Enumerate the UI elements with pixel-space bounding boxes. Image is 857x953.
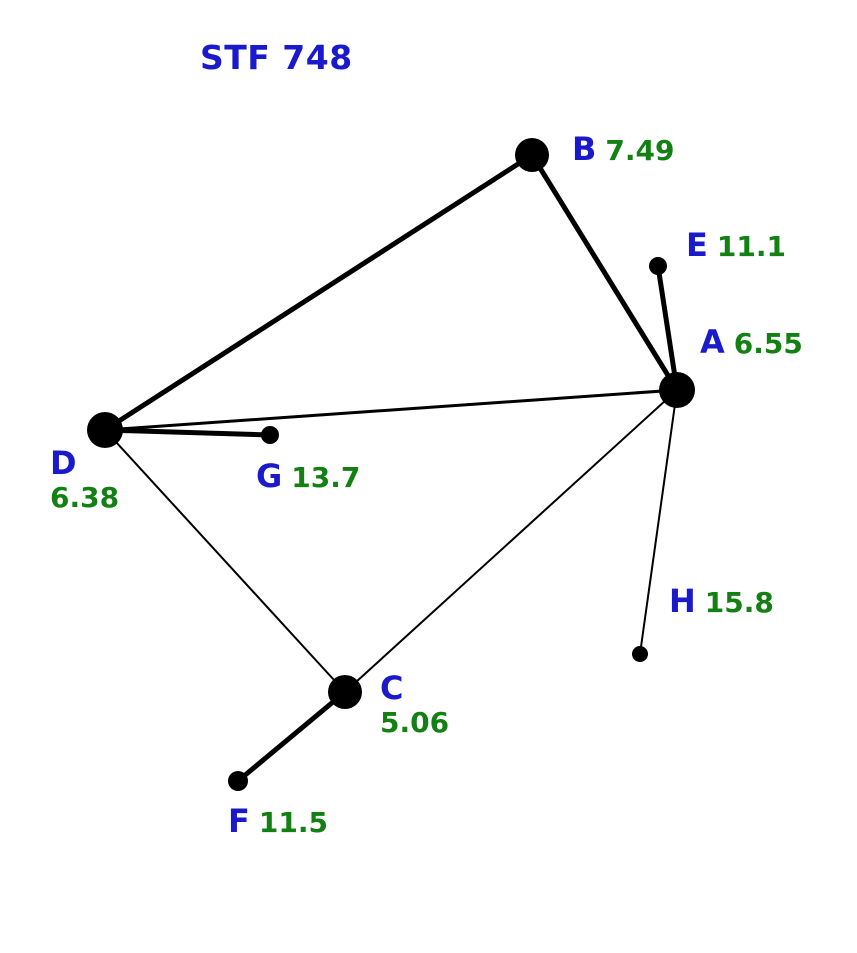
pair-line-a-c bbox=[344, 389, 678, 693]
star-marker-d[interactable] bbox=[87, 412, 123, 448]
page-title: STF 748 bbox=[200, 38, 353, 77]
pair-line-a-e bbox=[655, 263, 680, 393]
magnitude-h: 15.8 bbox=[704, 586, 774, 619]
pair-line-d-g bbox=[102, 427, 273, 438]
pair-line-d-b bbox=[102, 152, 535, 433]
star-marker-b[interactable] bbox=[515, 138, 549, 172]
magnitude-d: 6.38 bbox=[50, 480, 120, 514]
edge-layer bbox=[102, 152, 680, 784]
pair-line-c-f bbox=[235, 689, 348, 784]
magnitude-f: 11.5 bbox=[258, 806, 328, 839]
magnitude-g: 13.7 bbox=[291, 461, 361, 494]
magnitude-c: 5.06 bbox=[380, 705, 450, 739]
magnitude-a: 6.55 bbox=[733, 327, 803, 360]
star-marker-f[interactable] bbox=[228, 771, 248, 791]
pair-line-b-a bbox=[529, 152, 680, 393]
magnitude-e: 11.1 bbox=[716, 230, 786, 263]
star-layer bbox=[87, 138, 695, 791]
component-id-h: H bbox=[669, 582, 696, 620]
magnitude-b: 7.49 bbox=[605, 134, 675, 167]
component-id-e: E bbox=[686, 226, 708, 264]
star-marker-c[interactable] bbox=[328, 675, 362, 709]
component-id-c: C bbox=[380, 669, 404, 707]
star-marker-g[interactable] bbox=[261, 426, 279, 444]
pair-line-d-a bbox=[103, 388, 679, 432]
star-marker-e[interactable] bbox=[649, 257, 667, 275]
component-id-b: B bbox=[572, 130, 597, 168]
component-id-d: D bbox=[50, 444, 77, 482]
component-id-g: G bbox=[256, 457, 283, 495]
component-id-a: A bbox=[700, 323, 725, 361]
pair-line-d-c bbox=[104, 429, 346, 693]
star-marker-a[interactable] bbox=[659, 372, 695, 408]
star-marker-h[interactable] bbox=[632, 646, 648, 662]
component-id-f: F bbox=[228, 802, 250, 840]
pair-line-a-h bbox=[639, 389, 678, 655]
